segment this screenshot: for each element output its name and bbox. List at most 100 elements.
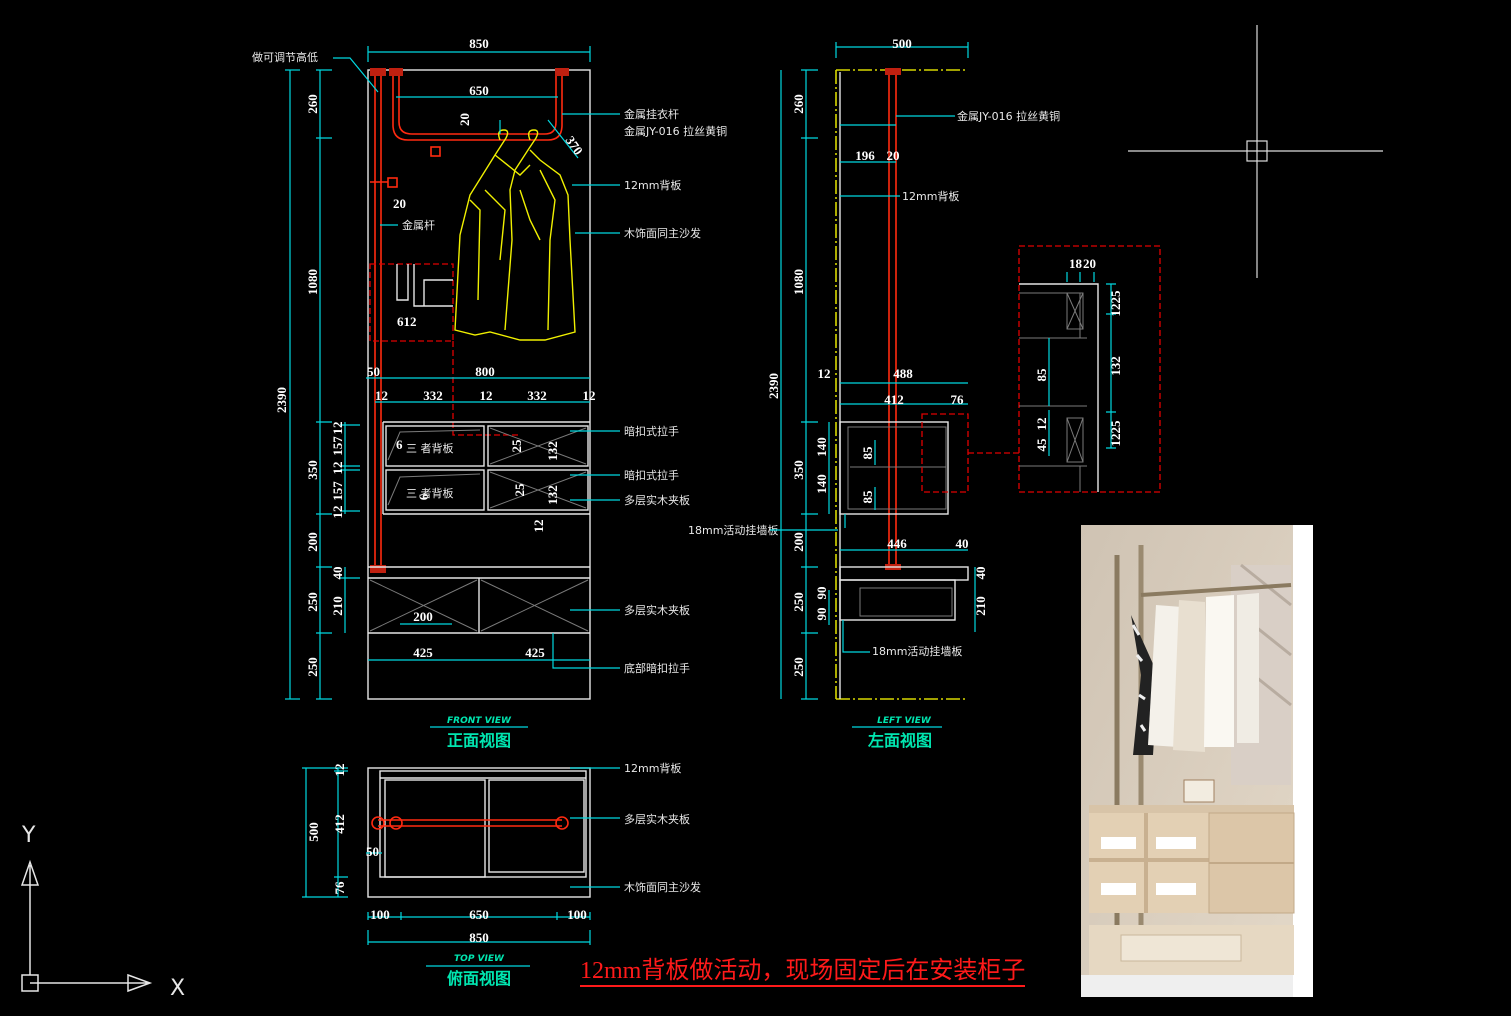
dim-425b: 425 bbox=[525, 645, 545, 660]
label-back-panel: 12mm背板 bbox=[624, 178, 681, 192]
dim-v12c: 12 bbox=[330, 506, 345, 519]
left-dim-200: 200 bbox=[791, 532, 806, 552]
crosshair-cursor bbox=[1128, 25, 1383, 278]
dim-12b: 12 bbox=[480, 388, 493, 403]
dim-v157a: 157 bbox=[330, 436, 345, 456]
label-rail-spec: 金属JY-016 拉丝黄铜 bbox=[624, 124, 727, 138]
dim-i6a: 6 bbox=[396, 437, 403, 452]
left-label-rail-spec: 金属JY-016 拉丝黄铜 bbox=[957, 109, 1060, 123]
top-dim-12: 12 bbox=[332, 764, 347, 777]
left-dim-196: 196 bbox=[855, 148, 875, 163]
ucs-axis-icon: Y X bbox=[20, 823, 185, 1001]
detail-dim-25a: 25 bbox=[1108, 290, 1123, 304]
label-adjustable: 做可调节高低 bbox=[252, 50, 318, 64]
left-dim-85b: 85 bbox=[860, 490, 875, 504]
dim-v210: 210 bbox=[330, 596, 345, 616]
dim-20b: 20 bbox=[393, 196, 406, 211]
left-view: 500 2390 260 1080 350 200 250 250 196 20… bbox=[766, 36, 1060, 750]
dim-v12b: 12 bbox=[330, 462, 345, 475]
left-dim-20: 20 bbox=[887, 148, 900, 163]
dim-6-12: 612 bbox=[397, 314, 417, 329]
dim-i132a: 132 bbox=[545, 441, 560, 461]
front-view-title: 正面视图 bbox=[447, 731, 511, 750]
dim-250a: 250 bbox=[305, 592, 320, 612]
top-dim-100a: 100 bbox=[370, 907, 390, 922]
dim-1080: 1080 bbox=[305, 269, 320, 295]
top-view-title: 俯面视图 bbox=[447, 969, 511, 988]
coat-illustration bbox=[454, 129, 576, 341]
label-metal-rod: 金属杆 bbox=[402, 218, 435, 232]
label-handle-2: 暗扣式拉手 bbox=[624, 468, 679, 482]
left-dim-12: 12 bbox=[818, 366, 831, 381]
left-dim-250b: 250 bbox=[791, 657, 806, 677]
front-view: 850 650 20 370 20 612 50 800 12 332 12 3… bbox=[252, 36, 838, 750]
detail-dim-85: 85 bbox=[1034, 368, 1049, 382]
top-dim-850: 850 bbox=[469, 930, 489, 945]
dim-v40: 40 bbox=[330, 567, 345, 580]
detail-dim-20: 20 bbox=[1083, 256, 1096, 271]
dim-250b: 250 bbox=[305, 657, 320, 677]
detail-dim-18: 18 bbox=[1069, 256, 1083, 271]
dim-800: 800 bbox=[475, 364, 495, 379]
left-dim-500: 500 bbox=[892, 36, 912, 51]
label-wall-panel: 18mm活动挂墙板 bbox=[688, 523, 778, 537]
ucs-x-label: X bbox=[170, 976, 185, 1001]
front-view-subtitle: FRONT VIEW bbox=[447, 716, 512, 726]
dim-i25a: 25 bbox=[509, 439, 524, 453]
detail-dim-12a: 12 bbox=[1108, 304, 1123, 317]
reference-photo bbox=[1081, 525, 1313, 997]
left-label-back-panel: 12mm背板 bbox=[902, 189, 959, 203]
top-dim-412: 412 bbox=[332, 814, 347, 834]
label-bottom-handle: 底部暗扣拉手 bbox=[624, 661, 690, 675]
top-label-finish: 木饰面同主沙发 bbox=[624, 880, 701, 894]
dim-20: 20 bbox=[457, 113, 472, 126]
detail-dim-12c: 12 bbox=[1034, 418, 1049, 431]
front-cabinet-outline bbox=[367, 69, 591, 700]
left-dim-140a: 140 bbox=[814, 437, 829, 457]
left-view-title: 左面视图 bbox=[867, 731, 932, 750]
dim-650: 650 bbox=[469, 83, 489, 98]
dim-200w: 200 bbox=[413, 609, 433, 624]
drawer-rail-detail: 18 20 25 12 132 25 12 85 12 45 bbox=[1018, 245, 1161, 493]
dim-425a: 425 bbox=[413, 645, 433, 660]
left-dim-v40: 40 bbox=[973, 567, 988, 580]
dim-50: 50 bbox=[367, 364, 380, 379]
label-handle-1: 暗扣式拉手 bbox=[624, 424, 679, 438]
left-detail-callout bbox=[921, 413, 969, 493]
left-label-wall-panel: 18mm活动挂墙板 bbox=[872, 644, 962, 658]
left-dim-76: 76 bbox=[951, 392, 965, 407]
left-dim-85a: 85 bbox=[860, 446, 875, 460]
hanging-rail bbox=[392, 76, 563, 141]
dim-i12: 12 bbox=[531, 520, 546, 533]
dim-350: 350 bbox=[305, 460, 320, 480]
top-view-subtitle: TOP VIEW bbox=[454, 954, 505, 964]
dim-2390: 2390 bbox=[274, 387, 289, 413]
dim-i25b: 25 bbox=[512, 483, 527, 497]
left-dim-250a: 250 bbox=[791, 592, 806, 612]
top-dim-76: 76 bbox=[332, 881, 347, 895]
left-dim-446: 446 bbox=[887, 536, 907, 551]
front-leaders bbox=[333, 57, 620, 669]
top-label-back-panel: 12mm背板 bbox=[624, 761, 681, 775]
dim-260: 260 bbox=[305, 94, 320, 114]
left-dim-1080: 1080 bbox=[791, 269, 806, 295]
dim-332b: 332 bbox=[527, 388, 547, 403]
label-plywood-2: 多层实木夹板 bbox=[624, 603, 690, 617]
top-dim-100b: 100 bbox=[567, 907, 587, 922]
left-dim-90a: 90 bbox=[814, 587, 829, 600]
detail-dim-132: 132 bbox=[1108, 356, 1123, 376]
left-dim-40: 40 bbox=[956, 536, 969, 551]
detail-dim-45: 45 bbox=[1034, 438, 1049, 452]
left-dim-90b: 90 bbox=[814, 608, 829, 621]
dim-332a: 332 bbox=[423, 388, 443, 403]
left-dimension-lines bbox=[780, 42, 976, 700]
detail-callout-box bbox=[369, 263, 454, 342]
dim-v12a: 12 bbox=[330, 422, 345, 435]
label-inner2: 三 者背板 bbox=[406, 486, 454, 500]
top-view: 500 12 412 76 50 100 650 100 850 12mm背板 … bbox=[302, 761, 701, 988]
left-dim-v210: 210 bbox=[973, 596, 988, 616]
ucs-y-label: Y bbox=[21, 823, 36, 848]
dim-12a: 12 bbox=[375, 388, 388, 403]
top-dim-500: 500 bbox=[306, 822, 321, 842]
